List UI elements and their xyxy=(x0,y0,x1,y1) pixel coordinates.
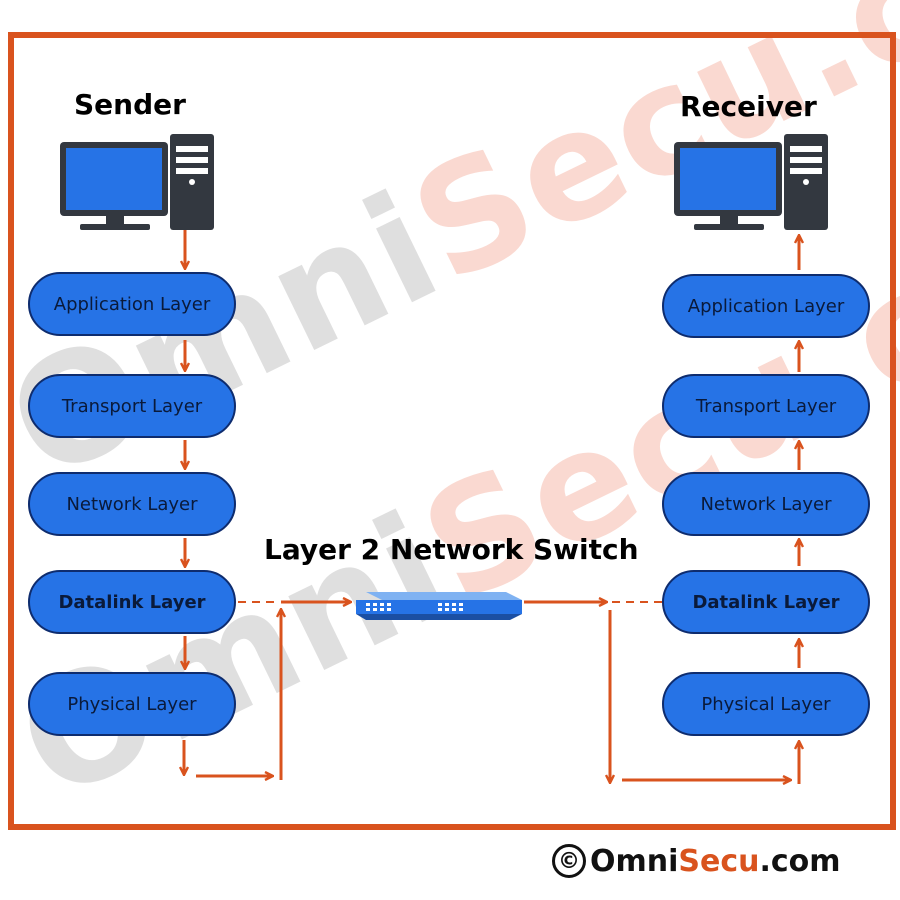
receiver-computer-icon xyxy=(674,134,828,230)
copyright-omni: Omni xyxy=(590,843,679,879)
sender-title: Sender xyxy=(74,88,186,121)
sender-network-layer: Network Layer xyxy=(28,472,236,536)
sender-physical-layer: Physical Layer xyxy=(28,672,236,736)
sender-transport-layer: Transport Layer xyxy=(28,374,236,438)
receiver-application-layer: Application Layer xyxy=(662,274,870,338)
receiver-physical-layer: Physical Layer xyxy=(662,672,870,736)
sender-datalink-layer: Datalink Layer xyxy=(28,570,236,634)
sender-application-layer: Application Layer xyxy=(28,272,236,336)
copyright-secu: Secu xyxy=(678,843,760,879)
receiver-transport-layer: Transport Layer xyxy=(662,374,870,438)
receiver-network-layer: Network Layer xyxy=(662,472,870,536)
copyright-com: .com xyxy=(759,843,841,879)
receiver-title: Receiver xyxy=(680,90,817,123)
copyright-icon: © xyxy=(552,844,586,878)
copyright-logo: © OmniSecu.com xyxy=(552,838,841,884)
switch-title: Layer 2 Network Switch xyxy=(264,533,639,566)
network-switch-icon xyxy=(356,592,522,620)
diagram-frame xyxy=(8,32,896,830)
sender-computer-icon xyxy=(60,134,214,230)
receiver-datalink-layer: Datalink Layer xyxy=(662,570,870,634)
